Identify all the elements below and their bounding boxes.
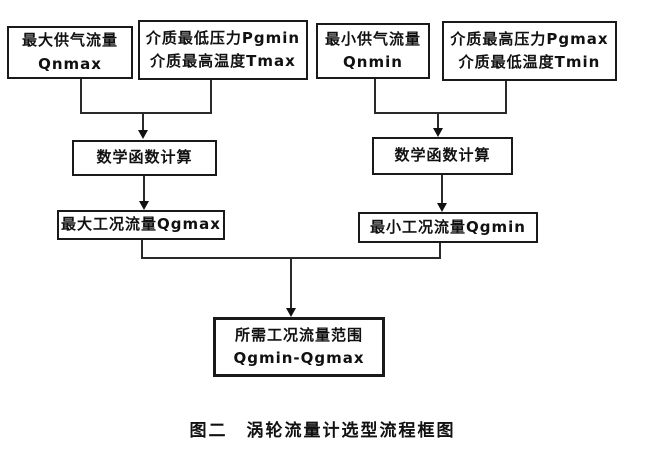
- node-label: 最大工况流量Qgmax: [61, 215, 221, 234]
- arrowhead-to-result: [286, 308, 296, 317]
- node-label: Qgmin-Qgmax: [233, 349, 365, 367]
- connector-bottom-merge: [141, 257, 441, 259]
- node-label: 数学函数计算: [96, 148, 193, 167]
- node-label: 介质最低压力Pgmin: [145, 28, 301, 47]
- connector-left-b: [210, 80, 212, 114]
- connector-result-drop: [290, 259, 292, 309]
- node-min-pressure-max-temp: 介质最低压力Pgmin 介质最高温度Tmax: [138, 20, 308, 80]
- connector-mathleft-qgmax: [143, 176, 145, 202]
- connector-right-merge: [374, 112, 507, 114]
- node-max-pressure-min-temp: 介质最高压力Pgmax 介质最低温度Tmin: [442, 21, 617, 81]
- node-max-supply-flow: 最大供气流量 Qnmax: [7, 26, 133, 79]
- figure-caption: 图二 涡轮流量计选型流程框图: [189, 421, 456, 441]
- node-label: Qnmin: [343, 53, 403, 71]
- node-math-calc-right: 数学函数计算: [372, 137, 513, 175]
- node-required-flow-range: 所需工况流量范围 Qgmin-Qgmax: [213, 317, 385, 377]
- node-label: 介质最高压力Pgmax: [450, 29, 609, 48]
- connector-right-drop: [437, 114, 439, 129]
- node-label: 数学函数计算: [394, 146, 491, 165]
- node-label: 介质最高温度Tmax: [150, 52, 296, 70]
- connector-left-a: [80, 79, 82, 114]
- arrowhead-to-qgmax: [139, 201, 149, 210]
- connector-left-merge: [80, 112, 212, 114]
- node-qgmin: 最小工况流量Qgmin: [358, 212, 538, 243]
- node-label: 最小供气流量: [324, 29, 421, 48]
- connector-qgmin-down: [439, 243, 441, 259]
- arrowhead-to-math-left: [138, 130, 148, 139]
- node-label: 所需工况流量范围: [234, 325, 363, 344]
- arrowhead-to-math-right: [433, 128, 443, 137]
- node-math-calc-left: 数学函数计算: [72, 140, 217, 176]
- connector-left-drop: [142, 114, 144, 132]
- connector-mathright-qgmin: [441, 175, 443, 204]
- node-label: 介质最低温度Tmin: [458, 53, 601, 71]
- node-label: 最大供气流量: [21, 31, 118, 50]
- connector-right-a: [374, 79, 376, 114]
- arrowhead-to-qgmin: [437, 203, 447, 212]
- connector-qgmax-down: [141, 240, 143, 258]
- node-label: Qnmax: [38, 54, 102, 73]
- node-qgmax: 最大工况流量Qgmax: [57, 210, 225, 240]
- connector-right-b: [505, 81, 507, 114]
- node-min-supply-flow: 最小供气流量 Qnmin: [316, 23, 430, 79]
- node-label: 最小工况流量Qgmin: [370, 217, 526, 236]
